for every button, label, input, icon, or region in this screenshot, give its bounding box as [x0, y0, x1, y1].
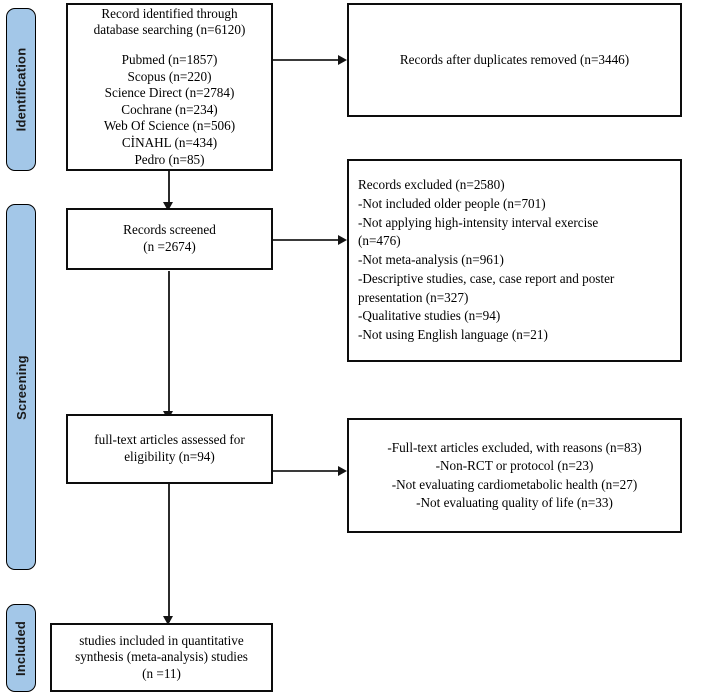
- box-line: (n=476): [358, 233, 401, 249]
- stage-label-identification: Identification: [13, 47, 29, 132]
- box-line: Cochrane (n=234): [121, 101, 218, 117]
- box-line: Records screened: [123, 222, 216, 238]
- box-line: -Not meta-analysis (n=961): [358, 252, 504, 268]
- box-records-screened: Records screened (n =2674): [66, 208, 273, 270]
- arrowhead-screened-to-excluded: [338, 234, 347, 245]
- box-line: (n =2674): [143, 239, 196, 254]
- box-line: -Not applying high-intensity interval ex…: [358, 214, 599, 230]
- connector-fulltext-to-included: [168, 484, 170, 622]
- stage-bar-screening: Screening: [6, 204, 36, 570]
- box-line: Pubmed (n=1857): [121, 51, 218, 67]
- box-records-excluded: Records excluded (n=2580) -Not included …: [347, 159, 682, 362]
- box-line-spacer: [74, 39, 265, 52]
- box-line: Records excluded (n=2580): [358, 177, 505, 193]
- box-line: Science Direct (n=2784): [104, 85, 235, 101]
- box-duplicates-removed: Records after duplicates removed (n=3446…: [347, 3, 682, 117]
- box-line: -Full-text articles excluded, with reaso…: [387, 440, 642, 456]
- connector-screened-to-excluded: [272, 239, 339, 241]
- stage-bar-identification: Identification: [6, 8, 36, 171]
- box-line: CİNAHL (n=434): [121, 135, 218, 151]
- box-line: synthesis (meta-analysis) studies: [75, 649, 248, 665]
- arrowhead-fulltext-to-fulltext-excluded: [338, 465, 347, 476]
- box-line: -Non-RCT or protocol (n=23): [435, 458, 594, 474]
- stage-label-screening: Screening: [13, 354, 29, 420]
- box-fulltext-assessed: full-text articles assessed for eligibil…: [66, 414, 273, 484]
- box-line: -Not using English language (n=21): [358, 327, 548, 343]
- box-line: database searching (n=6120): [93, 22, 246, 38]
- box-line: studies included in quantitative: [79, 632, 244, 648]
- box-line: presentation (n=327): [358, 289, 469, 305]
- box-line: -Descriptive studies, case, case report …: [358, 270, 615, 286]
- stage-bar-included: Included: [6, 604, 36, 692]
- connector-fulltext-to-fulltext-excluded: [272, 470, 339, 472]
- arrowhead-identification-to-screened: [163, 202, 173, 211]
- stage-label-included: Included: [13, 620, 29, 676]
- box-line: Record identified through: [101, 5, 238, 21]
- box-line: full-text articles assessed for: [94, 432, 245, 448]
- box-line: eligibility (n=94): [124, 449, 215, 464]
- box-line: Web Of Science (n=506): [103, 118, 236, 134]
- box-identification-records: Record identified through database searc…: [66, 3, 273, 171]
- connector-identification-to-screened: [168, 171, 170, 207]
- connector-identification-to-duplicates: [273, 59, 339, 61]
- arrowhead-identification-to-duplicates: [338, 54, 347, 65]
- box-line: Records after duplicates removed (n=3446…: [399, 51, 630, 67]
- box-line: Pedro (n=85): [134, 151, 205, 167]
- box-fulltext-excluded: -Full-text articles excluded, with reaso…: [347, 418, 682, 533]
- connector-screened-to-fulltext: [168, 271, 170, 416]
- box-line: -Not evaluating quality of life (n=33): [416, 494, 613, 510]
- box-line: -Qualitative studies (n=94): [358, 308, 501, 324]
- arrowhead-fulltext-to-included: [163, 616, 173, 625]
- box-line: -Not evaluating cardiometabolic health (…: [391, 476, 638, 492]
- box-line: Scopus (n=220): [127, 68, 212, 84]
- box-line: (n =11): [142, 665, 181, 681]
- box-included-studies: studies included in quantitative synthes…: [50, 623, 273, 692]
- box-line: -Not included older people (n=701): [358, 195, 546, 211]
